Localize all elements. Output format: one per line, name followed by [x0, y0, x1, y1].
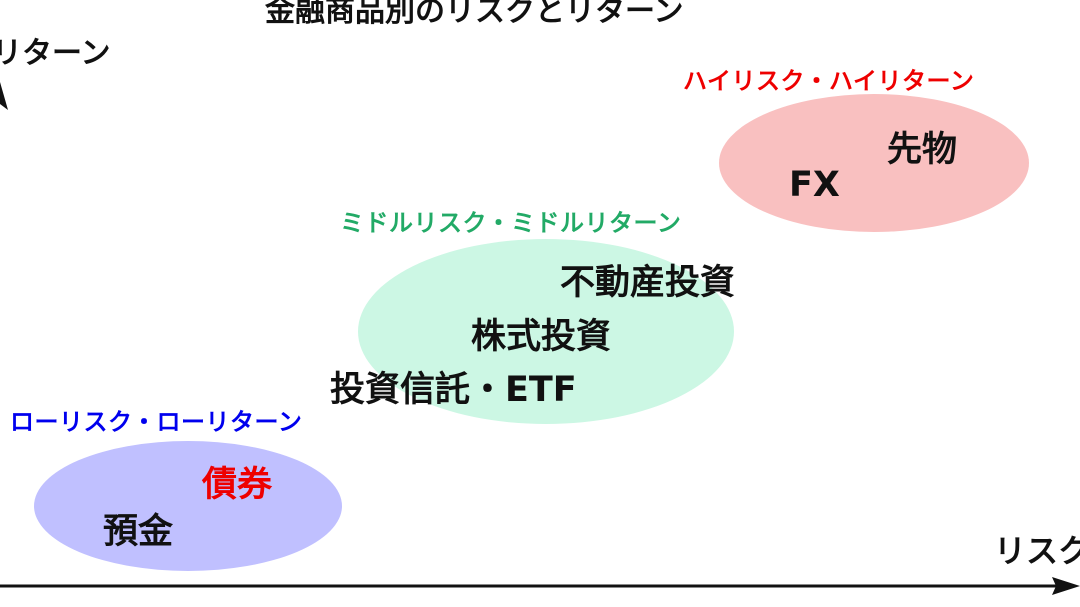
item-bonds: 債券 — [202, 465, 273, 505]
diagram-title: 金融商品別のリスクとリターン — [265, 0, 684, 29]
x-axis-arrowhead — [1052, 577, 1080, 595]
item-real-estate: 不動産投資 — [560, 263, 736, 303]
x-axis-label: リスク — [994, 532, 1080, 570]
item-stocks: 株式投資 — [471, 317, 612, 357]
y-axis-arrowhead — [0, 82, 8, 110]
high-risk-ellipse — [719, 94, 1029, 232]
item-deposits: 預金 — [103, 512, 174, 552]
item-investment-trust-etf: 投資信託・ETF — [330, 370, 577, 410]
item-fx: FX — [789, 165, 840, 205]
y-axis-label: リターン — [0, 36, 111, 71]
middle-risk-group-label: ミドルリスク・ミドルリターン — [340, 209, 682, 237]
low-risk-group-label: ローリスク・ローリターン — [10, 408, 303, 436]
low-risk-ellipse — [34, 441, 342, 571]
high-risk-group-label: ハイリスク・ハイリターン — [683, 67, 975, 95]
item-futures: 先物 — [887, 130, 958, 170]
middle-risk-ellipse — [358, 239, 734, 424]
